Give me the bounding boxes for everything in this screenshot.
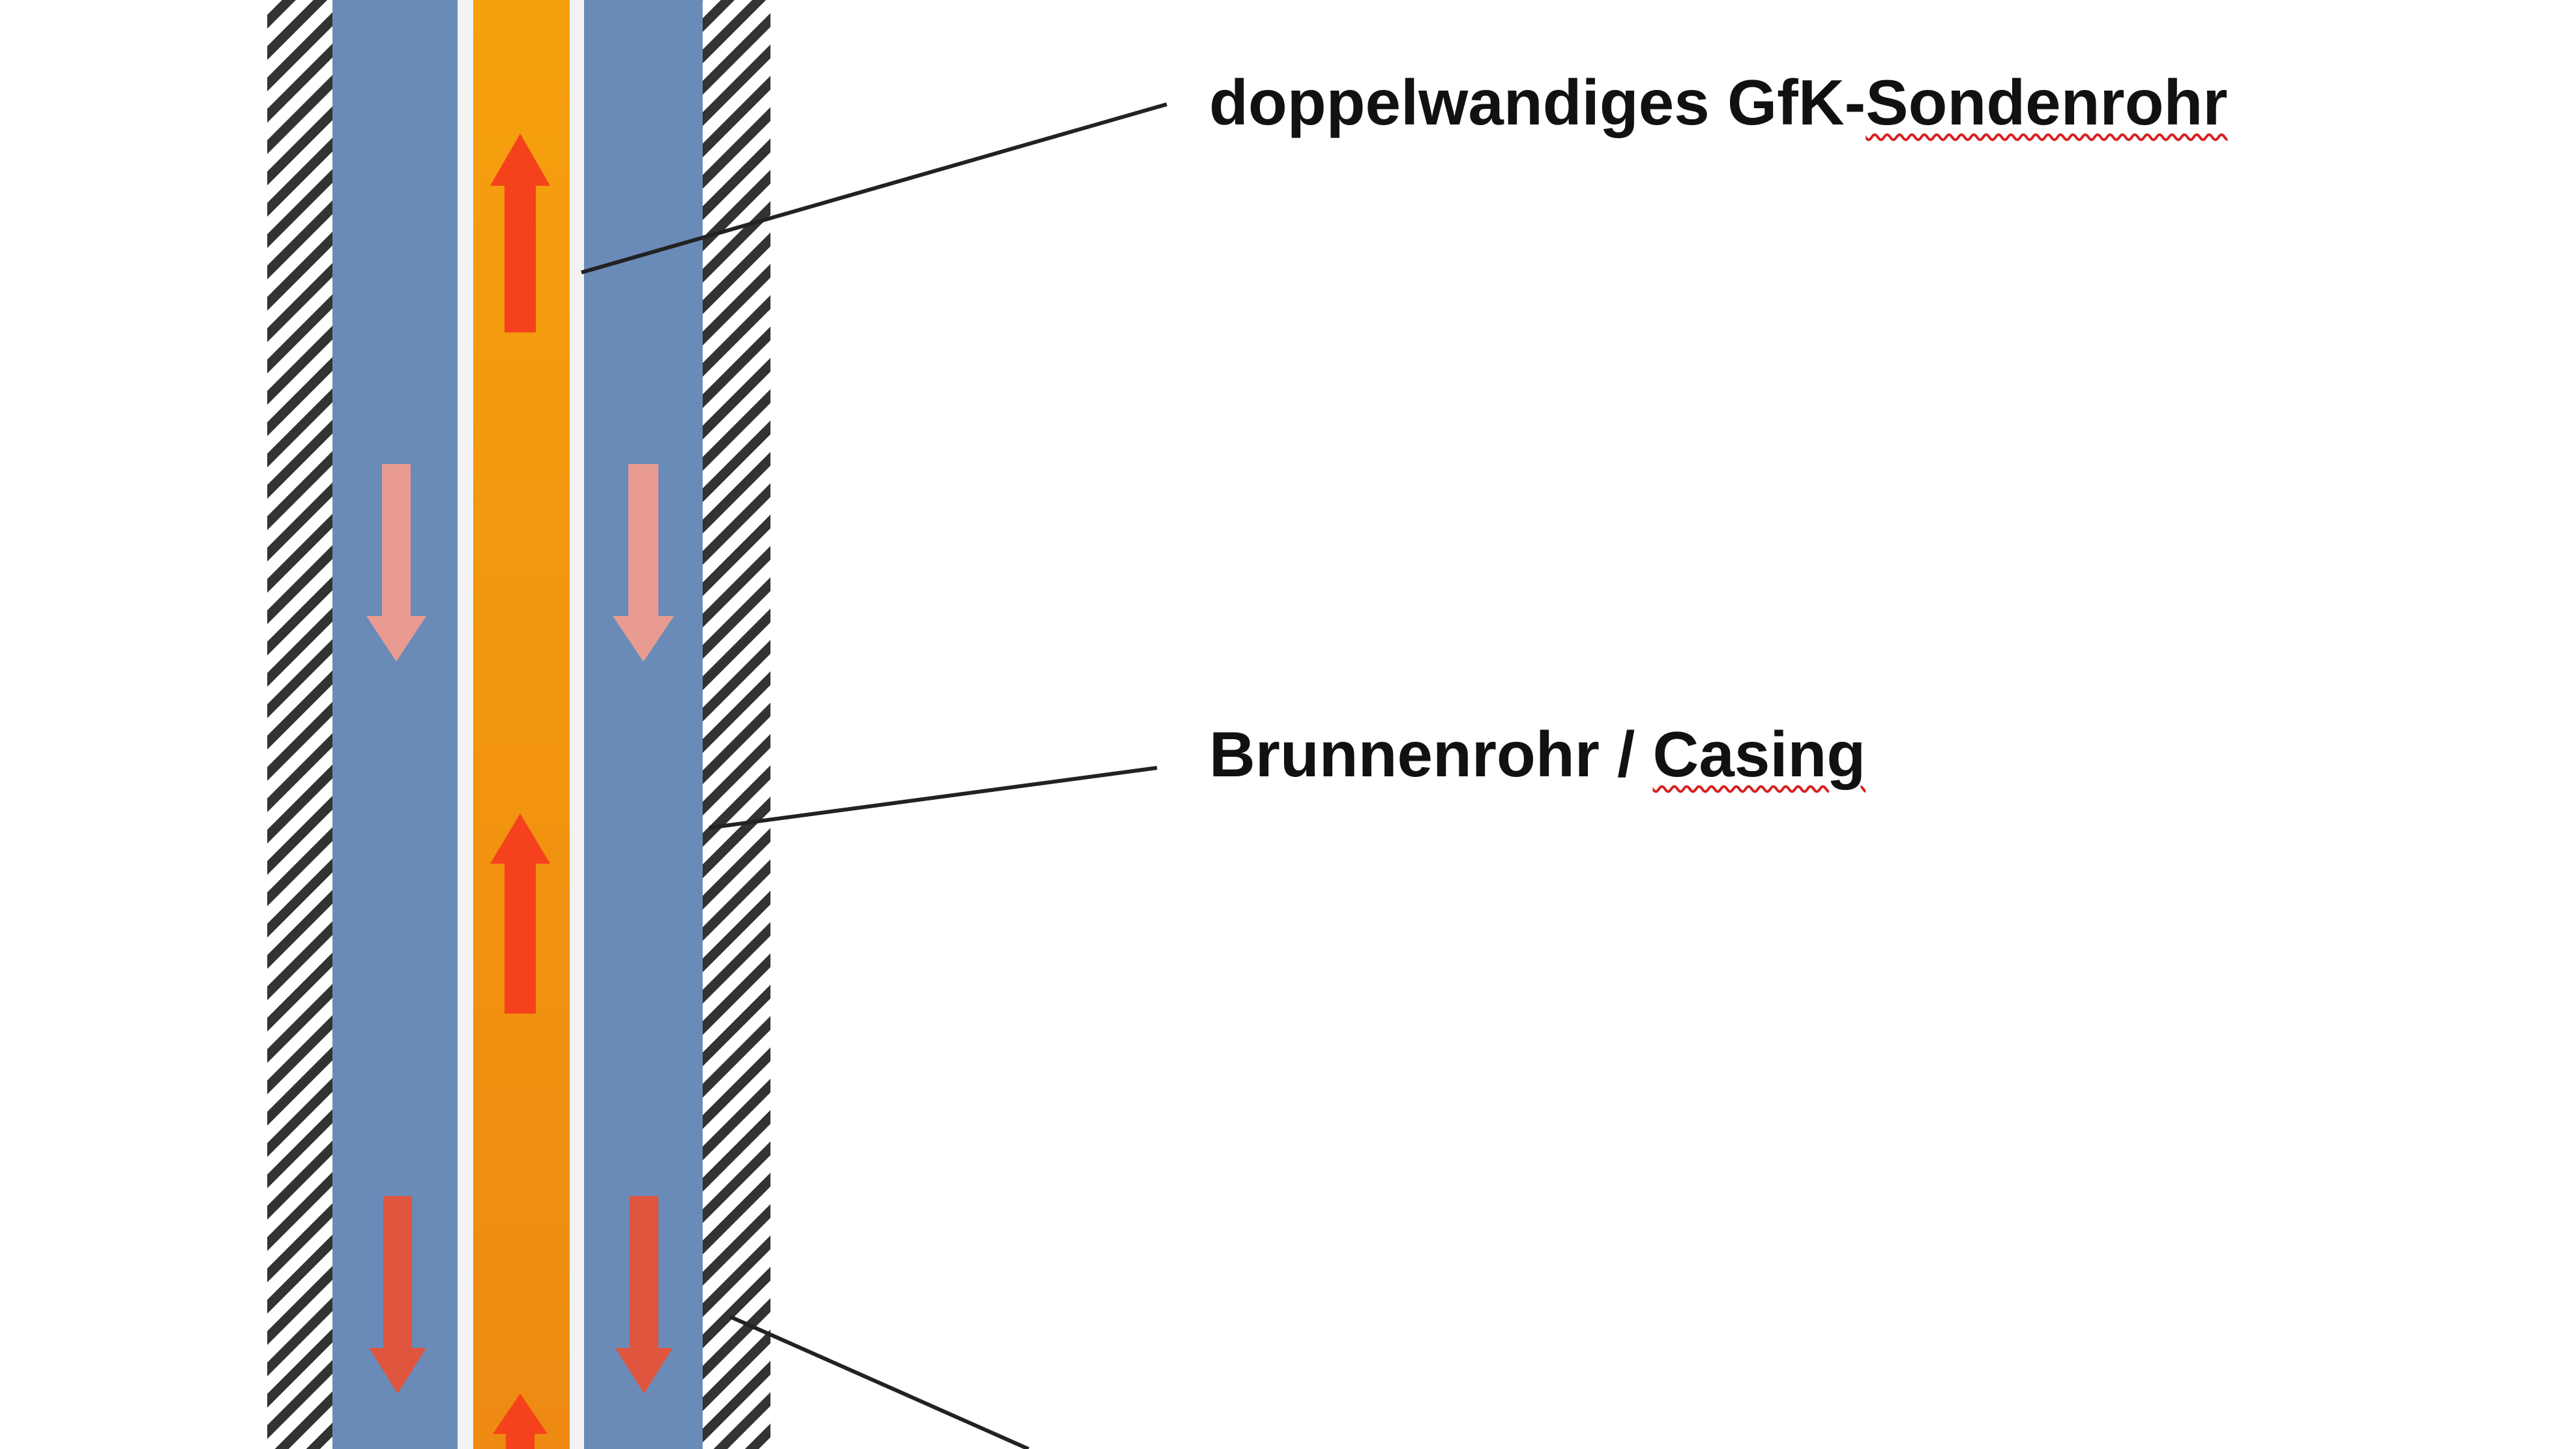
label-casing: Brunnenrohr / Casing — [1209, 722, 1866, 786]
leader-line-probe — [581, 102, 1167, 274]
casing-wall-right — [703, 0, 770, 1449]
arrow-down-right-1 — [613, 464, 674, 662]
label-casing-text: Brunnenrohr / — [1209, 718, 1653, 790]
label-casing-marked: Casing — [1652, 718, 1866, 790]
arrow-up-1 — [490, 134, 550, 332]
arrow-down-left-1 — [366, 464, 426, 662]
label-probe-pipe-marked: Sondenrohr — [1866, 66, 2228, 138]
arrow-down-left-2 — [369, 1196, 426, 1394]
probe-wall-right — [570, 0, 584, 1449]
casing-wall-left — [267, 0, 332, 1449]
arrow-up-3 — [493, 1394, 548, 1449]
label-probe-pipe-text: doppelwandiges GfK- — [1209, 66, 1866, 138]
arrow-down-right-2 — [615, 1196, 673, 1394]
leader-line-bottom — [729, 1315, 1030, 1449]
probe-wall-left — [458, 0, 473, 1449]
arrow-up-2 — [490, 813, 550, 1014]
leader-line-casing — [709, 766, 1158, 830]
label-probe-pipe: doppelwandiges GfK-Sondenrohr — [1209, 70, 2228, 134]
